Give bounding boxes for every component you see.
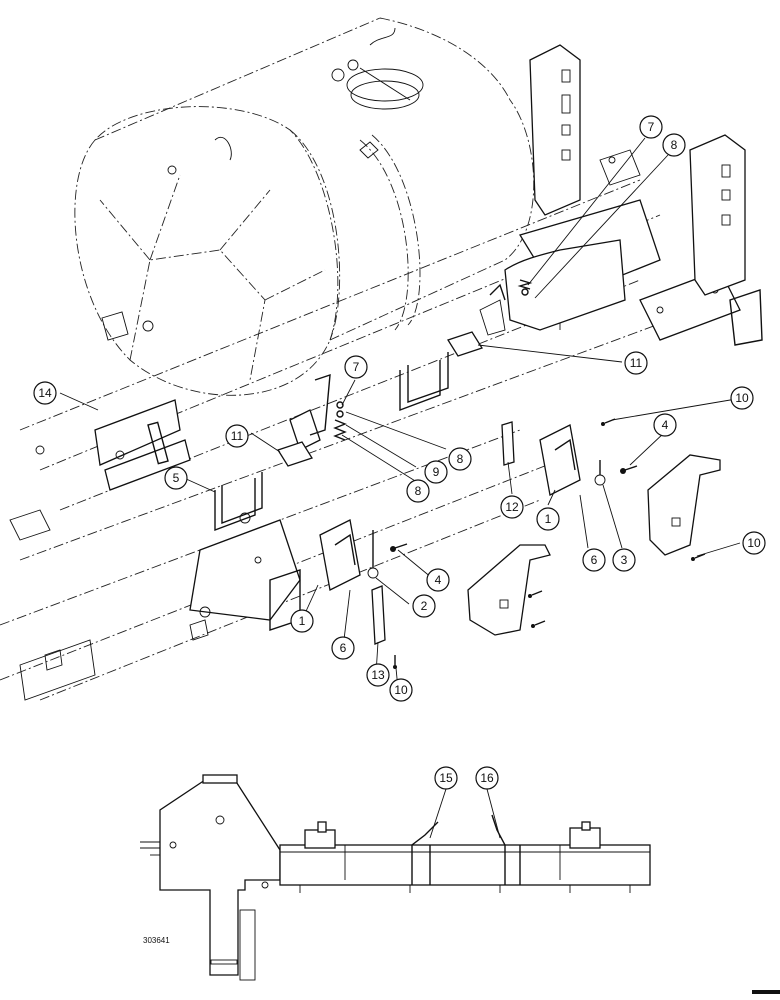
svg-text:10: 10 bbox=[394, 683, 408, 697]
corner-mark bbox=[752, 990, 780, 994]
callout-15: 15 bbox=[434, 766, 458, 790]
bracket-left bbox=[319, 519, 379, 591]
svg-text:8: 8 bbox=[671, 138, 678, 152]
callout-1-left: 1 bbox=[290, 609, 314, 633]
plate-12 bbox=[501, 421, 515, 466]
callout-4-left: 4 bbox=[426, 568, 450, 592]
guard-left bbox=[467, 544, 551, 636]
callout-10-lower: 10 bbox=[389, 678, 413, 702]
callout-12: 12 bbox=[500, 495, 524, 519]
callout-16: 16 bbox=[475, 766, 499, 790]
svg-text:11: 11 bbox=[630, 356, 643, 370]
leader-15 bbox=[429, 788, 447, 839]
callout-3: 3 bbox=[612, 548, 636, 572]
callout-8-lower: 8 bbox=[406, 479, 430, 503]
svg-text:6: 6 bbox=[340, 641, 347, 655]
frame-towers bbox=[529, 44, 746, 296]
callout-8-mid: 8 bbox=[448, 447, 472, 471]
svg-text:2: 2 bbox=[421, 599, 428, 613]
spring-stack-upper bbox=[517, 279, 533, 296]
callout-7-upper: 7 bbox=[639, 115, 663, 139]
svg-text:3: 3 bbox=[621, 553, 628, 567]
callout-4-right: 4 bbox=[653, 413, 677, 437]
bracket-right bbox=[539, 424, 606, 496]
detail-view bbox=[140, 774, 651, 981]
callout-6-left: 6 bbox=[331, 636, 355, 660]
callout-14: 14 bbox=[33, 381, 57, 405]
svg-text:13: 13 bbox=[371, 668, 385, 682]
svg-text:12: 12 bbox=[505, 500, 519, 514]
svg-text:10: 10 bbox=[747, 536, 761, 550]
leader-16 bbox=[486, 788, 501, 839]
guard-right bbox=[647, 454, 721, 556]
callout-2: 2 bbox=[412, 594, 436, 618]
spring-stack-lower bbox=[333, 401, 347, 441]
callout-6-right: 6 bbox=[582, 548, 606, 572]
svg-text:11: 11 bbox=[231, 429, 244, 443]
svg-text:1: 1 bbox=[299, 614, 306, 628]
pad-lower bbox=[277, 441, 313, 467]
callout-13: 13 bbox=[366, 663, 390, 687]
u-bolts bbox=[214, 352, 449, 532]
bolts bbox=[390, 418, 706, 669]
callout-8-upper: 8 bbox=[662, 133, 686, 157]
callout-10-upper: 10 bbox=[730, 386, 754, 410]
svg-text:4: 4 bbox=[662, 418, 669, 432]
svg-text:9: 9 bbox=[433, 465, 440, 479]
svg-text:8: 8 bbox=[415, 484, 422, 498]
svg-text:14: 14 bbox=[38, 386, 52, 400]
callout-1-right: 1 bbox=[536, 507, 560, 531]
cradle-upper bbox=[479, 239, 626, 336]
leader-lines bbox=[59, 137, 743, 690]
svg-text:5: 5 bbox=[173, 471, 180, 485]
svg-text:7: 7 bbox=[353, 360, 360, 374]
callout-5: 5 bbox=[164, 466, 188, 490]
callout-9: 9 bbox=[424, 460, 448, 484]
callout-10-right: 10 bbox=[742, 531, 766, 555]
cradle-lower bbox=[289, 373, 331, 451]
svg-text:15: 15 bbox=[439, 771, 453, 785]
callout-7-lower: 7 bbox=[344, 355, 368, 379]
callout-11-right: 11 bbox=[624, 351, 648, 375]
svg-text:1: 1 bbox=[545, 512, 552, 526]
callout-11-left: 11 bbox=[225, 424, 249, 448]
pad-upper bbox=[447, 331, 483, 357]
svg-text:4: 4 bbox=[435, 573, 442, 587]
tank bbox=[74, 17, 535, 396]
svg-text:8: 8 bbox=[457, 452, 464, 466]
svg-text:10: 10 bbox=[735, 391, 749, 405]
frame-lower-left bbox=[19, 619, 209, 701]
svg-text:7: 7 bbox=[648, 120, 655, 134]
svg-text:6: 6 bbox=[591, 553, 598, 567]
svg-text:16: 16 bbox=[480, 771, 494, 785]
figure-number: 303641 bbox=[143, 936, 170, 945]
plate-13 bbox=[371, 585, 386, 645]
